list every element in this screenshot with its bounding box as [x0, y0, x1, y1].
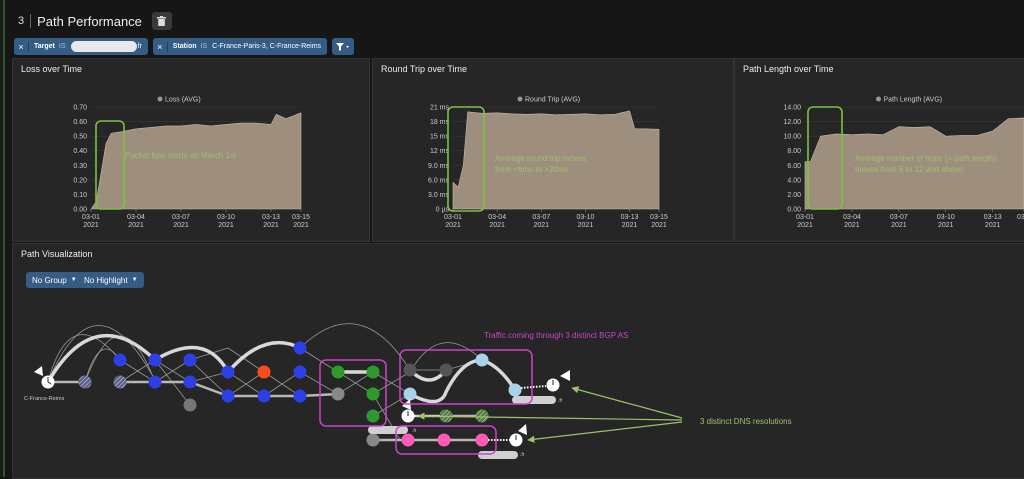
- target-label: .fr: [558, 398, 563, 404]
- hop-nodes: [79, 342, 522, 447]
- hop-node[interactable]: [149, 376, 162, 389]
- hop-node-highlight[interactable]: [258, 366, 271, 379]
- path-links: [48, 324, 482, 440]
- hop-node[interactable]: [438, 434, 451, 447]
- hop-node[interactable]: [294, 390, 307, 403]
- hop-node[interactable]: [184, 354, 197, 367]
- dns-annotation: 3 distinct DNS resolutions: [700, 417, 792, 426]
- hop-node[interactable]: [294, 366, 307, 379]
- hop-node[interactable]: [476, 410, 489, 423]
- hop-node[interactable]: [222, 366, 235, 379]
- hop-node[interactable]: [367, 366, 380, 379]
- hop-node[interactable]: [79, 376, 92, 389]
- source-station[interactable]: C-France-Reims: [24, 366, 65, 402]
- hop-node[interactable]: [367, 434, 380, 447]
- target-label: .fr: [520, 452, 525, 458]
- hop-node[interactable]: [258, 390, 271, 403]
- hop-node[interactable]: [114, 354, 127, 367]
- hop-node[interactable]: [476, 354, 489, 367]
- hop-node[interactable]: [114, 376, 127, 389]
- hop-node[interactable]: [149, 354, 162, 367]
- redacted-label: [512, 396, 556, 404]
- hop-node[interactable]: [367, 410, 380, 423]
- redacted-label: [368, 426, 408, 434]
- hop-node[interactable]: [294, 342, 307, 355]
- target-label: .fr: [412, 428, 417, 434]
- redacted-label: [478, 451, 518, 459]
- hop-node[interactable]: [404, 388, 417, 401]
- hop-node[interactable]: [184, 399, 197, 412]
- hop-node[interactable]: [367, 388, 380, 401]
- source-station-label: C-France-Reims: [24, 396, 65, 402]
- flag-icon: [518, 424, 527, 435]
- hop-node[interactable]: [222, 390, 235, 403]
- hop-node[interactable]: [402, 434, 415, 447]
- hop-node[interactable]: [476, 434, 489, 447]
- bgp-annotation: Traffic coming through 3 distinct BGP AS: [484, 331, 628, 340]
- flag-icon: [34, 366, 43, 376]
- hop-node[interactable]: [332, 388, 345, 401]
- flag-icon: [560, 370, 570, 381]
- dns-arrows: [418, 388, 682, 440]
- hop-node[interactable]: [509, 384, 522, 397]
- hop-node[interactable]: [404, 364, 417, 377]
- hop-node[interactable]: [184, 376, 197, 389]
- hop-node[interactable]: [332, 366, 345, 379]
- hop-node[interactable]: [440, 364, 453, 377]
